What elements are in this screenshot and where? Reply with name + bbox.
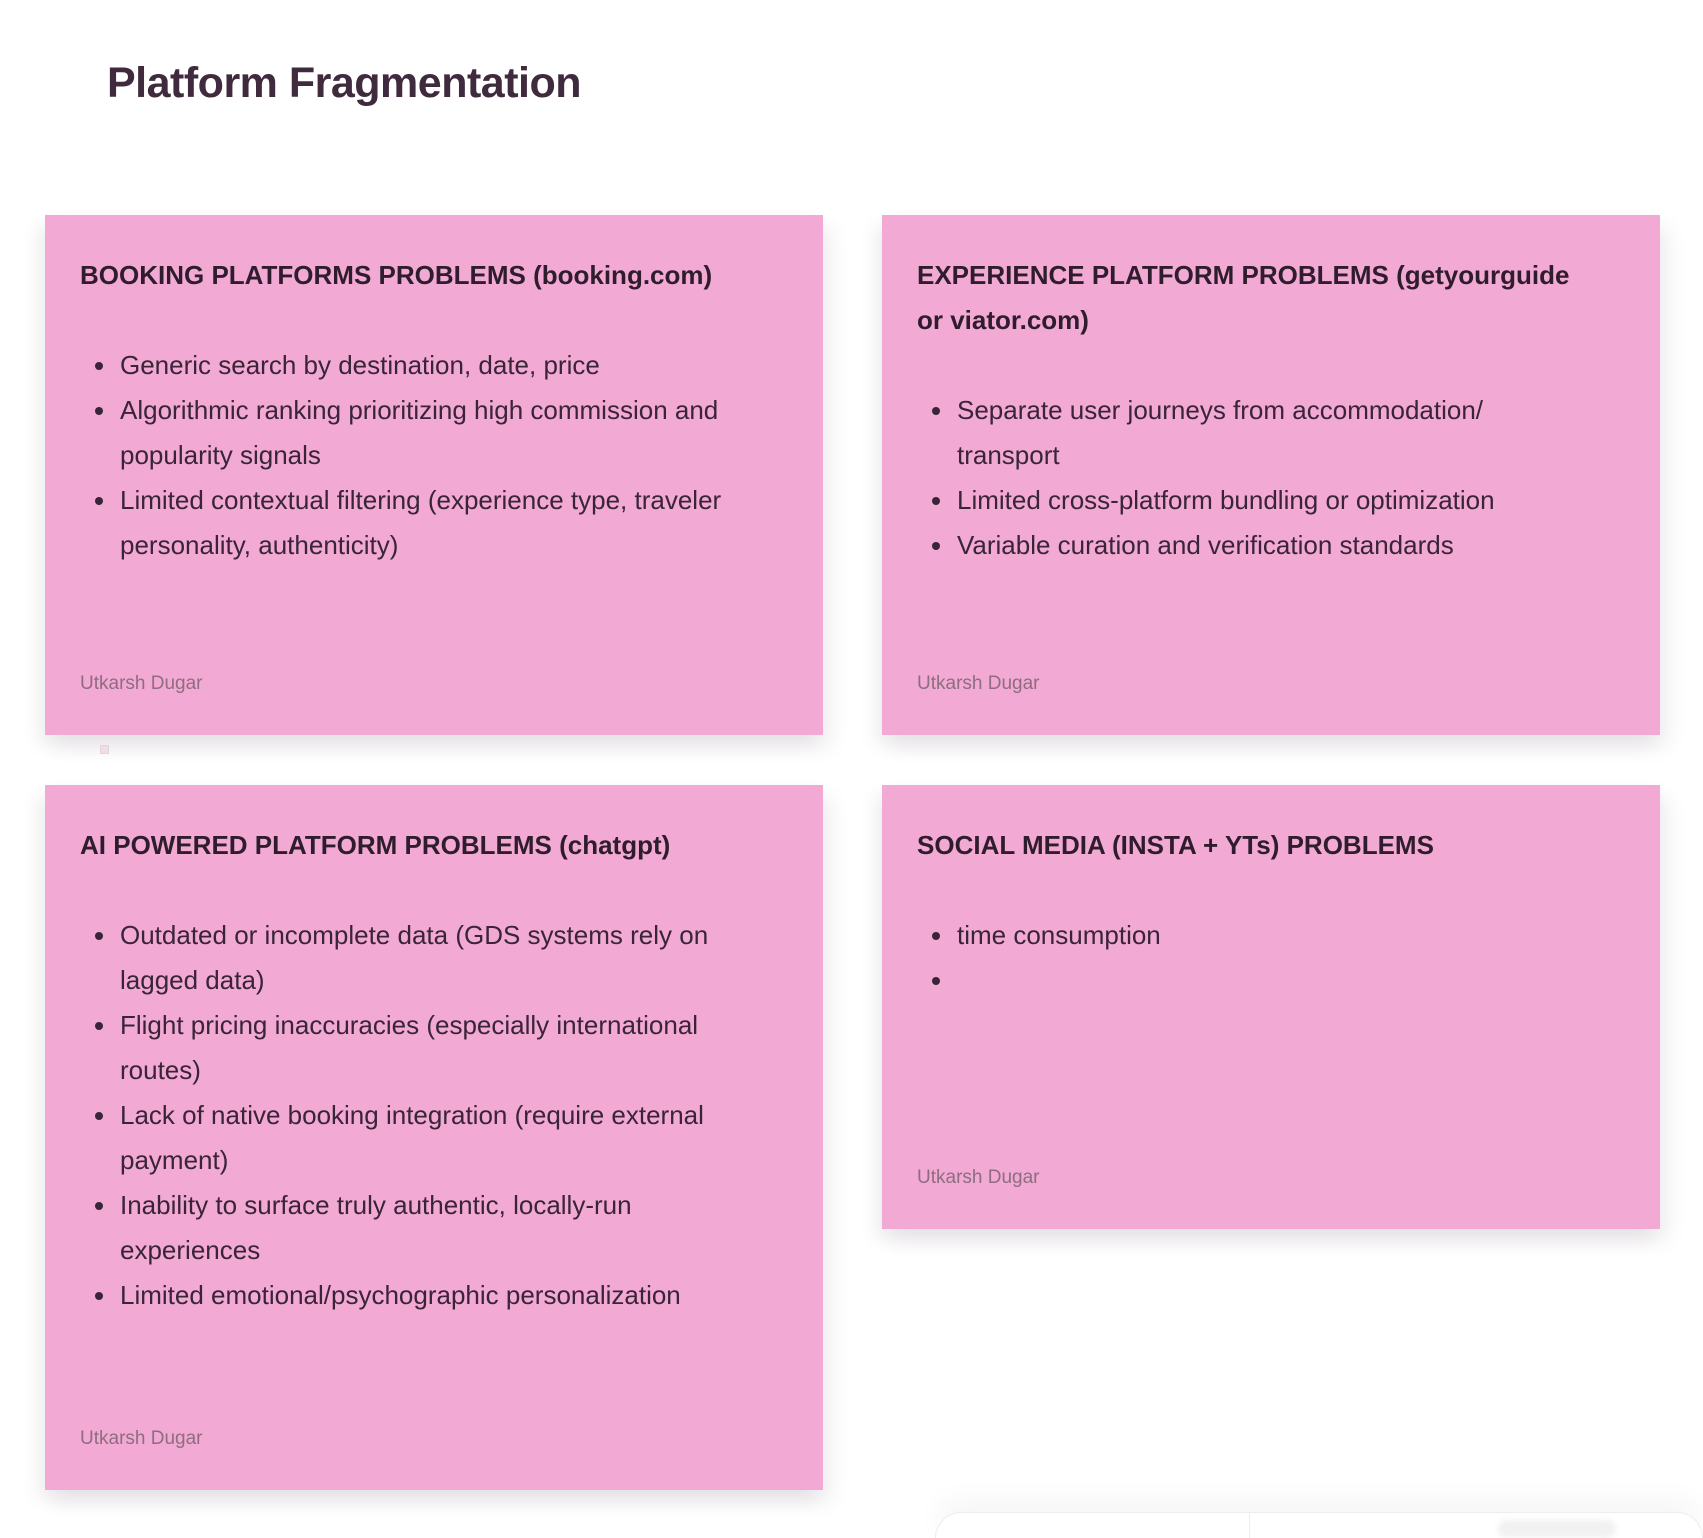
bullet-list: time consumption: [917, 913, 1660, 1003]
bullet-dot-icon: [932, 542, 940, 550]
bullet-item: Algorithmic ranking prioritizing high co…: [80, 388, 723, 478]
bullet-item: Limited cross-platform bundling or optim…: [917, 478, 1560, 523]
bullet-text: Limited cross-platform bundling or optim…: [957, 485, 1495, 515]
page-title[interactable]: Platform Fragmentation: [107, 59, 582, 107]
panel-smudge: [1498, 1520, 1616, 1538]
sticky-note-social-media[interactable]: SOCIAL MEDIA (INSTA + YTs) PROBLEMS time…: [882, 785, 1660, 1229]
bullet-item: Inability to surface truly authentic, lo…: [80, 1183, 723, 1273]
bullet-text: Outdated or incomplete data (GDS systems…: [120, 920, 709, 995]
bullet-item: time consumption: [917, 913, 1560, 958]
bullet-text: Algorithmic ranking prioritizing high co…: [120, 395, 719, 470]
bullet-text: Variable curation and verification stand…: [957, 530, 1454, 560]
bullet-dot-icon: [932, 977, 940, 985]
card-author: Utkarsh Dugar: [917, 673, 1040, 694]
bullet-item-empty: [917, 958, 1560, 1003]
bullet-item: Limited contextual filtering (experience…: [80, 478, 723, 568]
bullet-dot-icon: [932, 932, 940, 940]
bullet-dot-icon: [95, 1022, 103, 1030]
bullet-text: Generic search by destination, date, pri…: [120, 350, 600, 380]
panel-divider: [1249, 1513, 1250, 1538]
sticky-note-ai-platforms[interactable]: AI POWERED PLATFORM PROBLEMS (chatgpt) O…: [45, 785, 823, 1490]
card-title: AI POWERED PLATFORM PROBLEMS (chatgpt): [80, 830, 671, 860]
bullet-text: time consumption: [957, 920, 1161, 950]
bullet-list: Separate user journeys from accommodatio…: [917, 388, 1660, 568]
card-author: Utkarsh Dugar: [80, 1428, 203, 1449]
card-title: SOCIAL MEDIA (INSTA + YTs) PROBLEMS: [917, 830, 1434, 860]
bullet-item: Variable curation and verification stand…: [917, 523, 1560, 568]
bullet-item: Lack of native booking integration (requ…: [80, 1093, 723, 1183]
bullet-dot-icon: [95, 932, 103, 940]
bullet-item: Generic search by destination, date, pri…: [80, 343, 723, 388]
bullet-dot-icon: [95, 1202, 103, 1210]
bullet-text: Limited emotional/psychographic personal…: [120, 1280, 681, 1310]
stray-selection-artifact: [100, 745, 109, 754]
bullet-item: Limited emotional/psychographic personal…: [80, 1273, 723, 1318]
bullet-list: Outdated or incomplete data (GDS systems…: [80, 913, 823, 1318]
bullet-text: Inability to surface truly authentic, lo…: [120, 1190, 632, 1265]
bullet-item: Flight pricing inaccuracies (especially …: [80, 1003, 723, 1093]
bullet-text: Flight pricing inaccuracies (especially …: [120, 1010, 699, 1085]
bullet-dot-icon: [932, 497, 940, 505]
bullet-item: Outdated or incomplete data (GDS systems…: [80, 913, 723, 1003]
bullet-dot-icon: [95, 362, 103, 370]
bullet-dot-icon: [932, 407, 940, 415]
bullet-text: Separate user journeys from accommodatio…: [957, 395, 1484, 470]
bullet-text: Limited contextual filtering (experience…: [120, 485, 722, 560]
card-title: EXPERIENCE PLATFORM PROBLEMS (getyourgui…: [917, 260, 1570, 335]
bullet-dot-icon: [95, 497, 103, 505]
bullet-dot-icon: [95, 1112, 103, 1120]
card-author: Utkarsh Dugar: [917, 1167, 1040, 1188]
bullet-dot-icon: [95, 407, 103, 415]
bullet-dot-icon: [95, 1292, 103, 1300]
bullet-list: Generic search by destination, date, pri…: [80, 343, 823, 568]
card-author: Utkarsh Dugar: [80, 673, 203, 694]
card-title: BOOKING PLATFORMS PROBLEMS (booking.com): [80, 260, 713, 290]
bullet-item: Separate user journeys from accommodatio…: [917, 388, 1560, 478]
bullet-text: Lack of native booking integration (requ…: [120, 1100, 704, 1175]
sticky-note-experience-platforms[interactable]: EXPERIENCE PLATFORM PROBLEMS (getyourgui…: [882, 215, 1660, 735]
bottom-panel[interactable]: [935, 1512, 1703, 1538]
sticky-note-booking-platforms[interactable]: BOOKING PLATFORMS PROBLEMS (booking.com)…: [45, 215, 823, 735]
